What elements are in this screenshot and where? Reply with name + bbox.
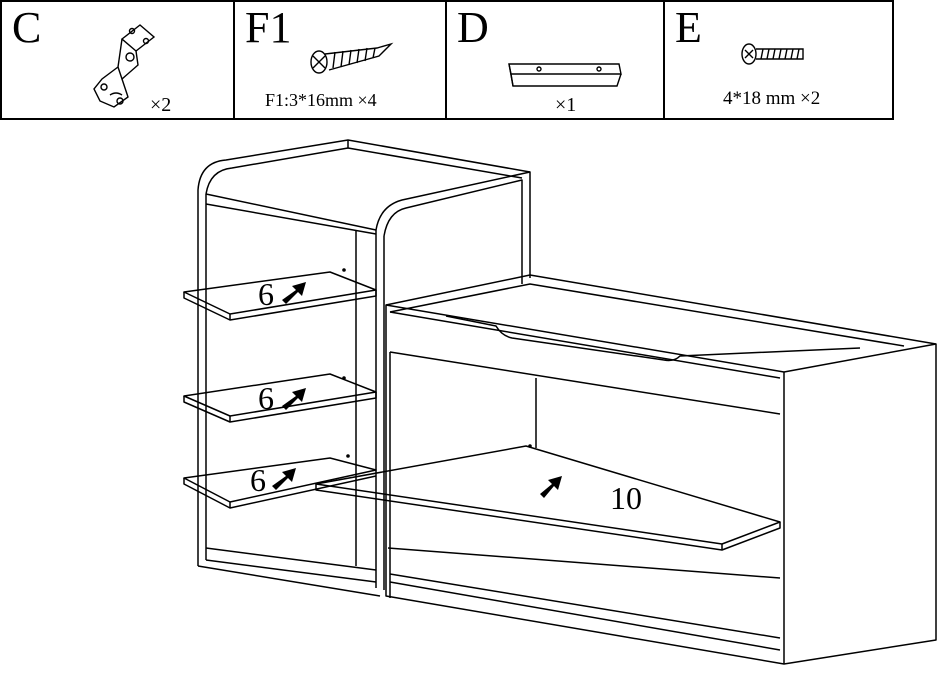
part-letter: F1 xyxy=(245,3,292,52)
part-letter: E xyxy=(675,3,702,52)
part-qty: 4*18 mm ×2 xyxy=(723,88,821,109)
bench-box xyxy=(385,274,937,665)
arrow-icon xyxy=(282,388,306,410)
part-letter: C xyxy=(12,3,42,52)
parts-header: C ×2 F1 xyxy=(0,0,948,122)
part-cell-e: E 4*18 mm ×2 xyxy=(665,0,894,120)
part-cell-d: D ×1 xyxy=(447,0,665,120)
part-letter: D xyxy=(457,3,489,52)
bench-shelf xyxy=(315,445,781,551)
hinge-icon xyxy=(93,24,156,108)
shelf-pin-holes xyxy=(342,268,532,458)
part-qty: ×2 xyxy=(150,94,172,116)
callout-bench-shelf: 10 xyxy=(610,480,642,516)
wood-screw-icon xyxy=(310,42,394,74)
arrow-icon xyxy=(272,468,296,490)
callout-shelf-bottom: 6 xyxy=(250,462,266,498)
upper-right-tower xyxy=(375,171,531,590)
part-qty: ×1 xyxy=(555,94,577,116)
shelf-middle xyxy=(183,373,377,423)
shelf-bottom xyxy=(183,457,377,509)
part-qty: F1:3*16mm ×4 xyxy=(265,90,377,110)
shelf-top xyxy=(183,271,377,321)
insert-arrows xyxy=(272,282,562,498)
part-cell-f1: F1 F1:3*16mm ×4 xyxy=(235,0,447,120)
arrow-icon xyxy=(540,476,562,498)
callout-shelf-middle: 6 xyxy=(258,380,274,416)
part-cell-c: C ×2 xyxy=(0,0,235,120)
callout-shelf-top: 6 xyxy=(258,276,274,312)
bracket-rail-icon xyxy=(508,63,622,87)
machine-screw-icon xyxy=(741,43,804,65)
left-tower-frame xyxy=(197,139,531,597)
arrow-icon xyxy=(282,282,306,304)
